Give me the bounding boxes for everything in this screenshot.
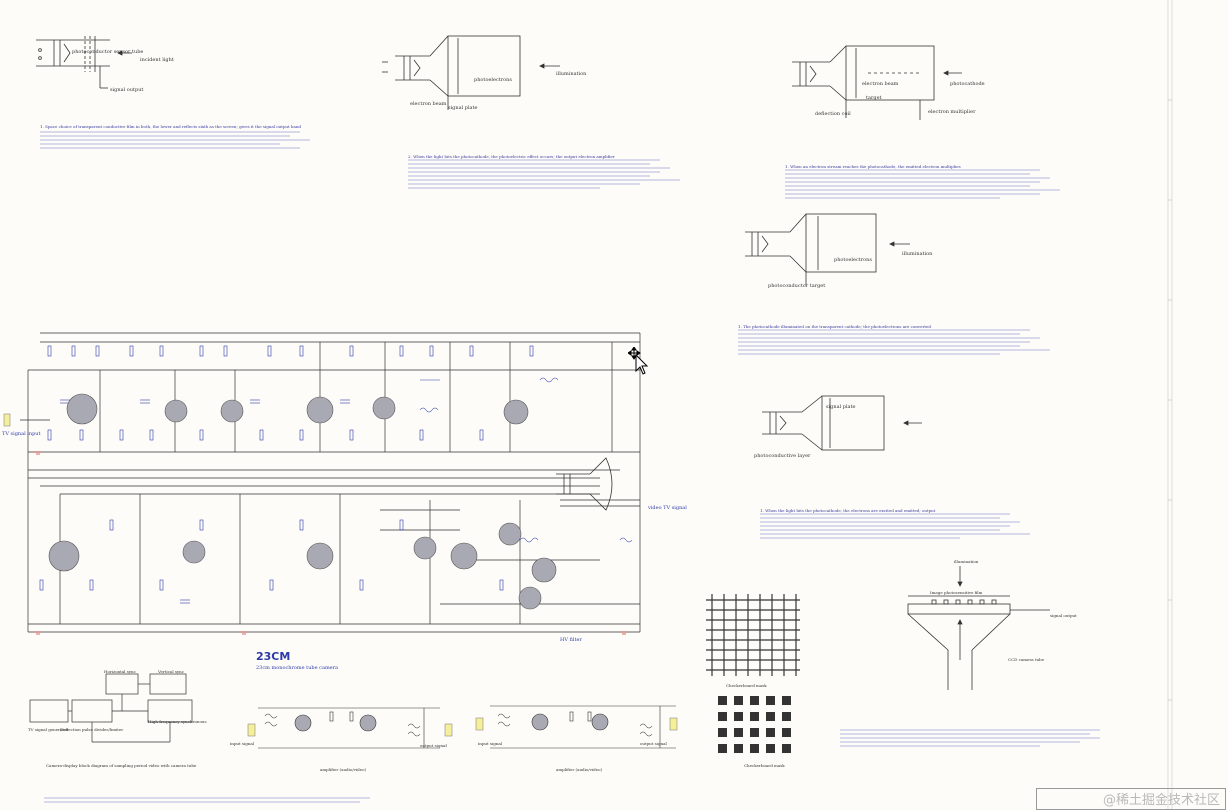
tube5-label-a: signal plate: [826, 404, 856, 410]
main-title: 23CM: [256, 650, 291, 663]
cell-grid: [718, 696, 791, 753]
move-cursor-icon: [628, 347, 649, 375]
grid-caption-2: Checkerboard mask: [744, 763, 785, 768]
text-lines: [40, 131, 1100, 803]
block-box-2: Deflection pulse divider/limiter: [60, 727, 124, 732]
tube-diagram-4: [745, 213, 910, 285]
amp1-caption: amplifier (audio/video): [320, 767, 367, 772]
crt-tube: [556, 457, 613, 511]
block-box-1: TV signal generator: [28, 727, 69, 732]
tube4-label-a: photoconductor target: [768, 283, 826, 289]
block-caption: Camera-display block diagram of sampling…: [46, 763, 197, 768]
amplifier-circuit-1: [258, 707, 440, 749]
tube4-label-c: illumination: [902, 251, 933, 257]
note-5: 1. When the light hits the photocathode,…: [760, 508, 936, 513]
watermark: @稀土掘金技术社区: [1102, 793, 1220, 808]
circuit-bottom-label: HV filter: [560, 637, 582, 643]
sensor-label-4: CCD camera tube: [1008, 657, 1045, 662]
amp2-in: input signal: [478, 741, 503, 746]
tube-diagram-3: [792, 45, 962, 120]
main-subtitle: 23cm monochrome tube camera: [256, 665, 339, 671]
note-4: 1. The photocathode illuminated on the t…: [738, 324, 931, 329]
tube5-label-b: photoconductive layer: [754, 453, 811, 459]
tube3-label-b: electron beam: [862, 81, 899, 87]
amplifier-circuit-2: [490, 705, 676, 749]
block-box-5: High-frequency synchronous: [148, 719, 207, 724]
circuit-input-label: TV signal input: [2, 431, 41, 437]
amp2-caption: amplifier (audio/video): [556, 767, 603, 772]
vacuum-tubes: [48, 393, 557, 610]
tube3-label-d: electron multiplier: [928, 109, 976, 115]
tube3-label-e: photocathode: [950, 81, 985, 87]
tube3-label-c: target: [866, 95, 882, 101]
amp2-out: output signal: [640, 741, 667, 746]
amp1-in: input signal: [230, 741, 255, 746]
sensor-figure: [907, 566, 1050, 690]
tube4-label-b: photoelectrons: [834, 257, 872, 263]
grid-mesh: [706, 594, 800, 676]
note-2: 2. When the light hits the photocathode,…: [408, 154, 615, 159]
circuit-output-label: video TV signal: [648, 505, 687, 511]
tube2-label-a: electron beam: [410, 101, 447, 107]
sensor-label-3: signal output: [1050, 613, 1077, 618]
sensor-label-2: Image photosensitive film: [930, 590, 983, 595]
ground-symbols: [34, 451, 628, 635]
tube2-label-b: signal plate: [448, 105, 478, 111]
connectors: [3, 413, 678, 737]
tube-diagram-5: [762, 395, 922, 451]
tube-diagram-2: [382, 35, 560, 110]
sensor-label-1: illumination: [954, 559, 979, 564]
tube1-label-a: photoconductor sensor tube: [72, 49, 144, 55]
note-1: 1. Space choice of transparent conductiv…: [40, 124, 301, 129]
block-diagram: [29, 673, 193, 743]
grid-caption-1: Checkerboard mask: [726, 683, 767, 688]
main-circuit-wiring: [20, 332, 641, 633]
block-box-4: Vertical sync: [158, 669, 184, 674]
tube2-label-d: illumination: [556, 71, 587, 77]
block-box-3: Horizontal sync: [104, 669, 136, 674]
tube3-label-a: deflection coil: [815, 111, 851, 117]
amp1-out: output signal: [420, 743, 447, 748]
tube2-label-c: photoelectrons: [474, 77, 512, 83]
tube1-label-c: incident light: [140, 57, 174, 63]
circuit-components: [39, 345, 633, 604]
note-3: 1. When an electron stream reaches the p…: [785, 164, 961, 169]
tube-diagram-1: [36, 36, 132, 89]
tube1-label-b: signal output: [110, 87, 144, 93]
